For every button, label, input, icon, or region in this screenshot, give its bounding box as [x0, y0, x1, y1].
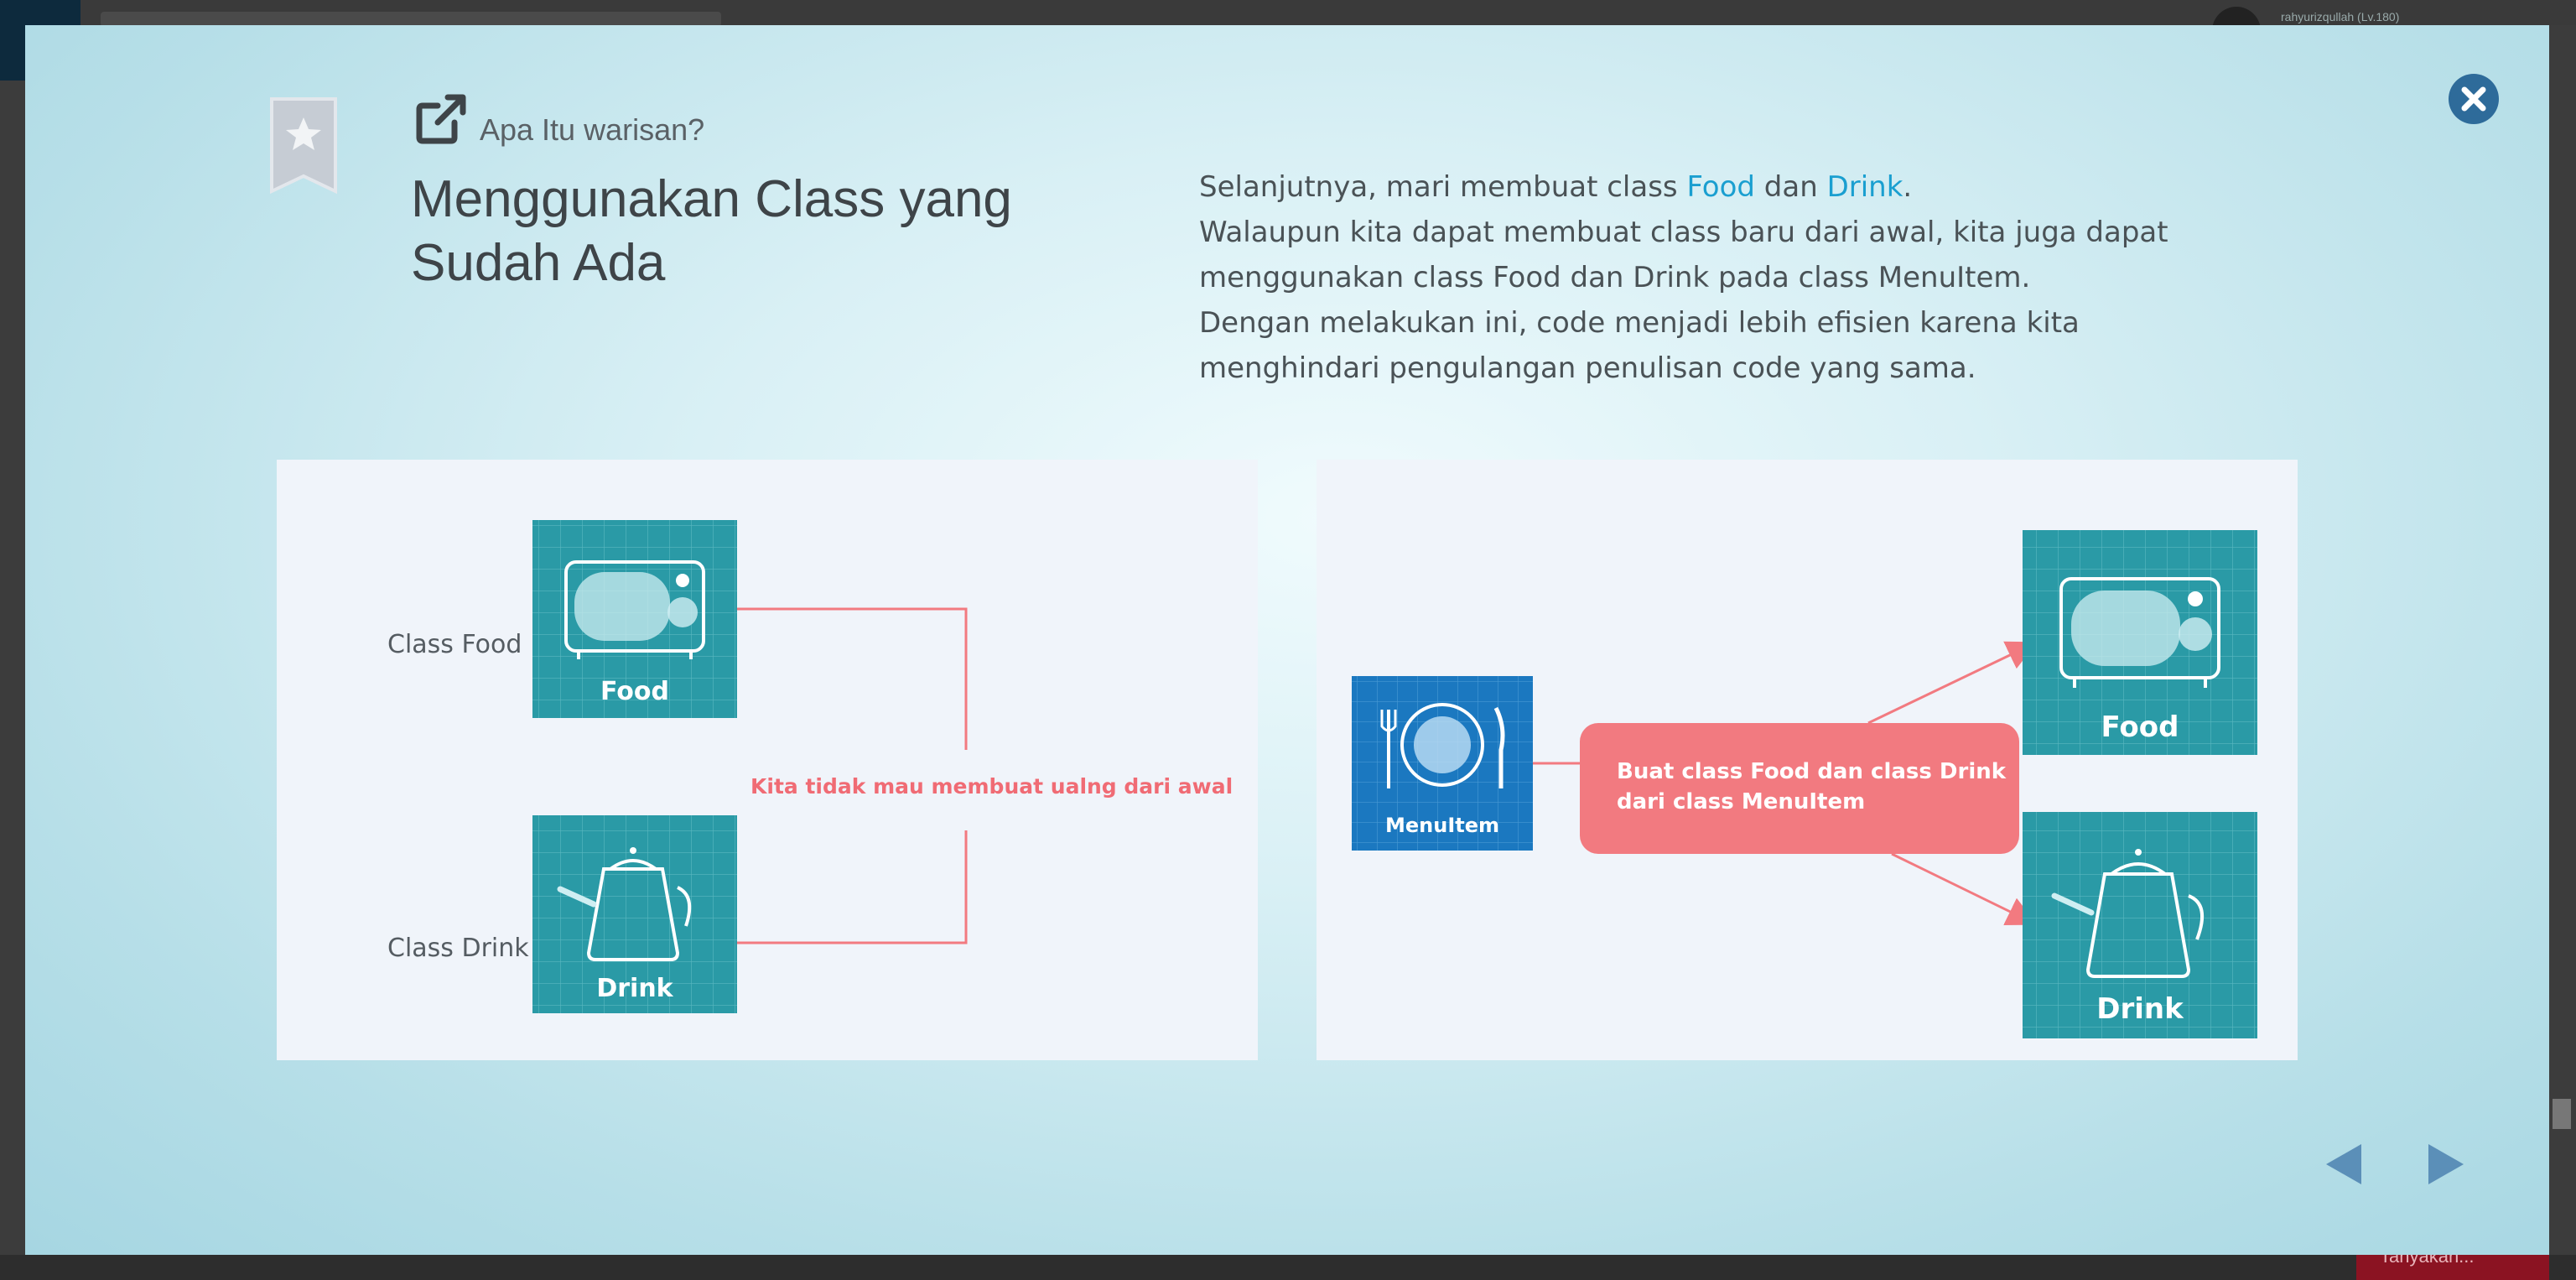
drink-tile-label: Drink: [596, 974, 673, 1003]
callout-box: Buat class Food dan class Drink dari cla…: [1580, 723, 2019, 854]
previous-slide-button[interactable]: [2323, 1141, 2365, 1188]
desc-line-1: Selanjutnya, mari membuat class Food dan…: [1199, 164, 2289, 210]
desc-line-3: menggunakan class Food dan Drink pada cl…: [1199, 261, 2031, 294]
desc-line-4: Dengan melakukan ini, code menjadi lebih…: [1199, 306, 2080, 340]
lesson-subtitle: Apa Itu warisan?: [480, 112, 705, 147]
food-tile-label: Food: [2101, 710, 2179, 744]
food-tile-label: Food: [600, 677, 669, 706]
menuitem-tile-icon: MenuItem: [1352, 676, 1533, 851]
desc-text: dan: [1754, 170, 1827, 204]
slide-description: Selanjutnya, mari membuat class Food dan…: [1199, 164, 2289, 391]
slide-modal: Apa Itu warisan? Menggunakan Class yang …: [25, 25, 2549, 1255]
arrow-to-food: [1867, 641, 2038, 725]
drink-link[interactable]: Drink: [1826, 170, 1903, 204]
background-search-bar: [101, 12, 721, 27]
bookmark-star-icon[interactable]: [268, 96, 339, 196]
page-title: Menggunakan Class yang Sudah Ada: [411, 168, 1082, 295]
menuitem-tile-label: MenuItem: [1385, 814, 1499, 837]
food-tile-icon: Food: [532, 520, 737, 718]
left-diagram-panel: Class Food Class Drink Food: [277, 460, 1258, 1060]
background-bottom-bar: [0, 1255, 2576, 1280]
background-scrollbar[interactable]: [2553, 1099, 2571, 1129]
arrow-to-drink: [1891, 852, 2038, 926]
callout-line-2: dari class MenuItem: [1617, 789, 1865, 814]
connector-line-top: [737, 607, 968, 750]
desc-text: .: [1903, 170, 1913, 204]
left-diagram-note: Kita tidak mau membuat ualng dari awal: [750, 774, 1233, 799]
triangle-left-icon: [2326, 1144, 2361, 1184]
desc-line-2: Walaupun kita dapat membuat class baru d…: [1199, 216, 2168, 249]
food-tile-icon: Food: [2023, 530, 2257, 755]
class-drink-label: Class Drink: [387, 934, 529, 963]
next-slide-button[interactable]: [2425, 1141, 2467, 1188]
callout-line-1: Buat class Food dan class Drink: [1617, 759, 2007, 784]
desc-line-5: menghindari pengulangan penulisan code y…: [1199, 351, 1976, 385]
desc-text: Selanjutnya, mari membuat class: [1199, 170, 1687, 204]
background-username: rahyurizqullah (Lv.180): [2281, 10, 2400, 23]
title-line-2: Sudah Ada: [411, 234, 666, 292]
drink-tile-label: Drink: [2096, 992, 2184, 1026]
right-diagram-panel: MenuItem Buat class Food dan class Drink…: [1317, 460, 2298, 1060]
connector-line-bottom: [737, 830, 968, 944]
class-food-label: Class Food: [387, 630, 522, 659]
external-link-icon[interactable]: [411, 89, 470, 148]
food-link[interactable]: Food: [1686, 170, 1755, 204]
drink-tile-icon: Drink: [532, 815, 737, 1013]
title-line-1: Menggunakan Class yang: [411, 170, 1012, 228]
drink-tile-icon: Drink: [2023, 812, 2257, 1038]
close-icon[interactable]: [2447, 72, 2501, 126]
triangle-right-icon: [2428, 1144, 2464, 1184]
